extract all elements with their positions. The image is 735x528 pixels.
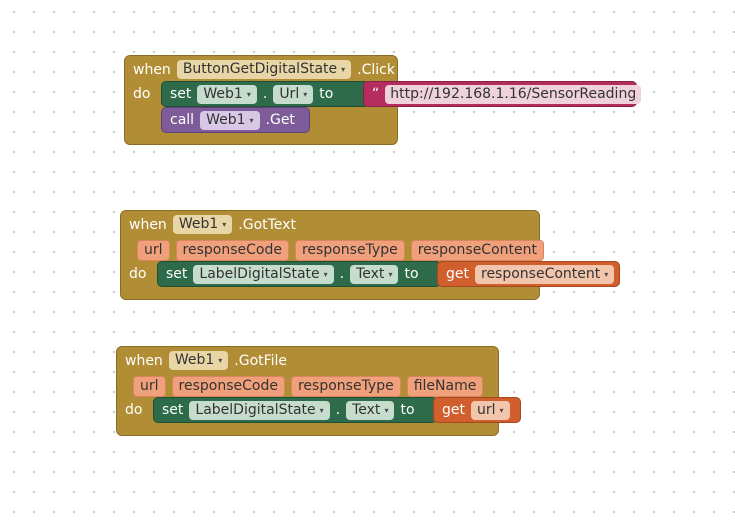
to-keyword: to <box>404 266 419 282</box>
property-name: Text <box>352 401 381 418</box>
component-dropdown[interactable]: ButtonGetDigitalState ▾ <box>176 60 352 79</box>
component-name: Web1 <box>174 352 215 368</box>
open-quote: “ <box>372 86 380 102</box>
when-keyword: when <box>133 61 171 78</box>
set-component-dropdown[interactable]: Web1 ▾ <box>197 84 257 104</box>
param-response-type[interactable]: responseType <box>290 376 401 397</box>
param-response-code[interactable]: responseCode <box>171 376 285 397</box>
set-component-dropdown[interactable]: LabelDigitalState ▾ <box>193 264 334 284</box>
set-component-name: LabelDigitalState <box>195 401 316 418</box>
get-variable-block[interactable]: get responseContent ▾ <box>437 261 620 287</box>
close-quote: ” <box>647 86 655 102</box>
component-name: Web1 <box>178 216 219 232</box>
set-component-name: Web1 <box>203 85 243 102</box>
set-keyword: set <box>166 266 188 282</box>
set-web-url-block[interactable]: set Web1 ▾ . Url ▾ to <box>161 81 369 107</box>
property-name: Url <box>279 85 300 102</box>
chevron-down-icon: ▾ <box>303 89 308 99</box>
dot-separator: . <box>335 402 341 418</box>
get-variable-dropdown[interactable]: url ▾ <box>471 400 510 420</box>
text-string-block[interactable]: “ http://192.168.1.16/SensorReading ” <box>363 81 654 107</box>
do-keyword: do <box>125 402 143 418</box>
chevron-down-icon: ▾ <box>499 405 504 415</box>
call-keyword: call <box>170 112 195 128</box>
get-variable-name: responseContent <box>481 265 601 282</box>
do-keyword: do <box>133 86 151 102</box>
set-keyword: set <box>170 86 192 102</box>
event-name: .GotText <box>238 216 296 233</box>
to-keyword: to <box>319 86 334 102</box>
property-name: Text <box>356 265 385 282</box>
when-keyword: when <box>129 216 167 233</box>
component-dropdown[interactable]: Web1 ▾ <box>172 215 233 234</box>
chevron-down-icon: ▾ <box>222 220 227 229</box>
to-keyword: to <box>400 402 415 418</box>
get-keyword: get <box>446 266 469 282</box>
set-label-text-block[interactable]: set LabelDigitalState ▾ . Text ▾ to <box>153 397 437 423</box>
param-response-type[interactable]: responseType <box>294 240 405 261</box>
event-name: .GotFile <box>234 352 288 369</box>
chevron-down-icon: ▾ <box>341 65 346 74</box>
chevron-down-icon: ▾ <box>604 269 609 279</box>
set-component-dropdown[interactable]: LabelDigitalState ▾ <box>189 400 330 420</box>
call-web-get-block[interactable]: call Web1 ▾ .Get <box>161 107 310 133</box>
dot-separator: . <box>262 86 268 102</box>
chevron-down-icon: ▾ <box>384 405 389 415</box>
url-string-field[interactable]: http://192.168.1.16/SensorReading <box>385 84 642 104</box>
chevron-down-icon: ▾ <box>319 405 324 415</box>
get-keyword: get <box>442 402 465 418</box>
property-dropdown[interactable]: Text ▾ <box>346 400 395 420</box>
do-keyword: do <box>129 266 147 282</box>
component-dropdown[interactable]: Web1 ▾ <box>168 351 229 370</box>
param-response-content[interactable]: responseContent <box>410 240 544 261</box>
component-name: ButtonGetDigitalState <box>182 61 338 77</box>
get-variable-dropdown[interactable]: responseContent ▾ <box>475 264 615 284</box>
property-dropdown[interactable]: Url ▾ <box>273 84 314 104</box>
param-response-code[interactable]: responseCode <box>175 240 289 261</box>
param-url[interactable]: url <box>133 376 166 397</box>
chevron-down-icon: ▾ <box>323 269 328 279</box>
call-component-name: Web1 <box>206 111 246 128</box>
property-dropdown[interactable]: Text ▾ <box>350 264 399 284</box>
param-url[interactable]: url <box>137 240 170 261</box>
call-component-dropdown[interactable]: Web1 ▾ <box>200 110 260 130</box>
param-file-name[interactable]: fileName <box>406 376 484 397</box>
set-label-text-block[interactable]: set LabelDigitalState ▾ . Text ▾ to <box>157 261 441 287</box>
set-keyword: set <box>162 402 184 418</box>
chevron-down-icon: ▾ <box>218 356 223 365</box>
when-keyword: when <box>125 352 163 369</box>
set-component-name: LabelDigitalState <box>199 265 320 282</box>
chevron-down-icon: ▾ <box>249 115 254 125</box>
get-variable-name: url <box>477 401 496 418</box>
chevron-down-icon: ▾ <box>388 269 393 279</box>
get-variable-block[interactable]: get url ▾ <box>433 397 521 423</box>
event-name: .Click <box>357 61 395 78</box>
method-name: .Get <box>265 112 295 128</box>
chevron-down-icon: ▾ <box>246 89 251 99</box>
dot-separator: . <box>339 266 345 282</box>
